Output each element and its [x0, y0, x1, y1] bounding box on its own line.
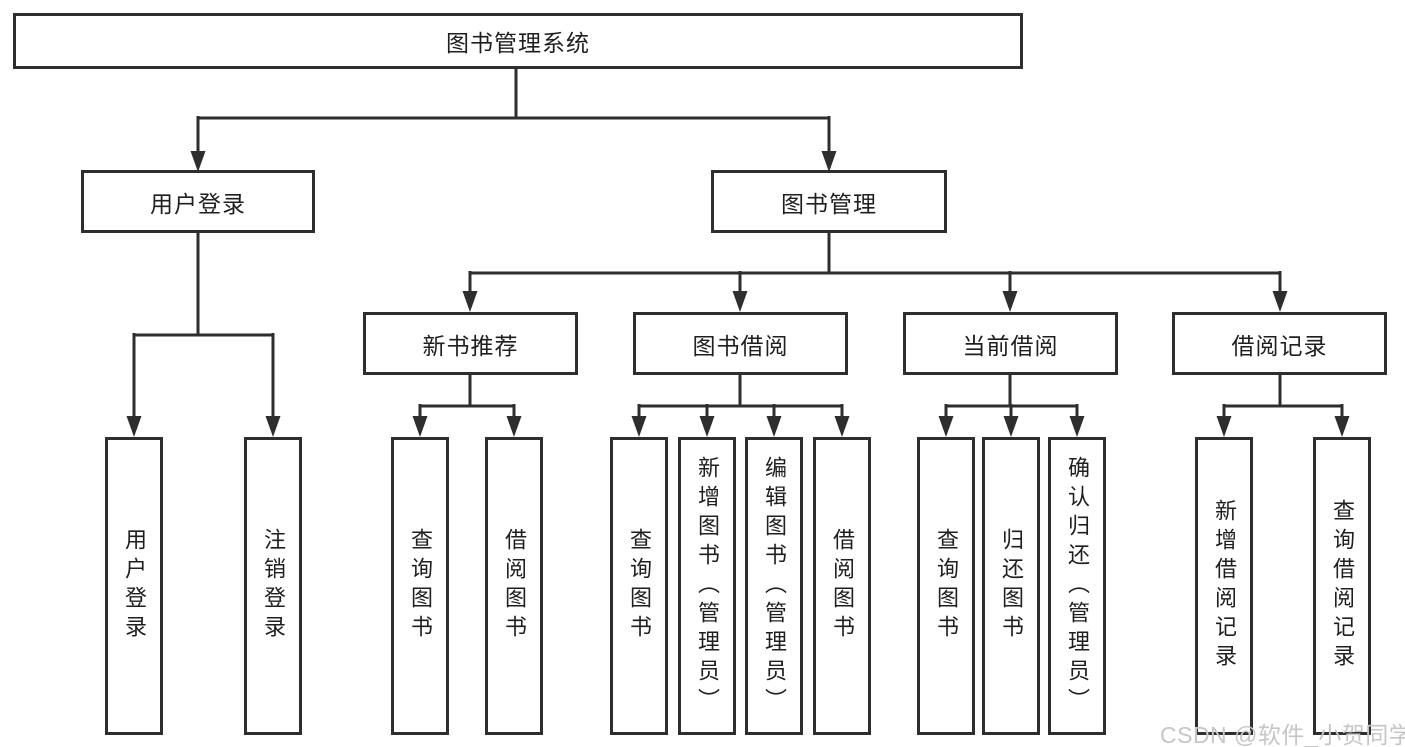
- node-borrowing-records: 借阅记录: [1172, 312, 1387, 375]
- leaf-edit-book-admin-label: 编辑图书（管理员）: [762, 455, 787, 717]
- leaf-logout: 注销登录: [244, 437, 302, 735]
- node-user-login-label: 用户登录: [150, 190, 246, 217]
- leaf-user-login: 用户登录: [105, 437, 163, 735]
- leaf-query-borrow-record: 查询借阅记录: [1313, 437, 1371, 735]
- node-current-borrowing: 当前借阅: [903, 312, 1118, 375]
- leaf-query-books-current-label: 查询图书: [934, 528, 959, 644]
- leaf-borrow-books: 借阅图书: [813, 437, 871, 735]
- leaf-add-book-admin: 新增图书（管理员）: [678, 437, 736, 735]
- node-book-borrowing-label: 图书借阅: [692, 332, 789, 359]
- leaf-query-books-recommend: 查询图书: [391, 437, 449, 735]
- node-current-borrowing-label: 当前借阅: [962, 332, 1059, 359]
- node-new-book-recommend-label: 新书推荐: [422, 332, 519, 359]
- node-library-system: 图书管理系统: [13, 13, 1023, 69]
- leaf-edit-book-admin: 编辑图书（管理员）: [745, 437, 803, 735]
- node-book-borrowing: 图书借阅: [633, 312, 848, 375]
- node-new-book-recommend: 新书推荐: [363, 312, 578, 375]
- leaf-user-login-label: 用户登录: [122, 528, 147, 644]
- csdn-watermark: CSDN @软件_小贺同学: [1160, 722, 1405, 747]
- leaf-borrow-books-label: 借阅图书: [830, 528, 855, 644]
- leaf-query-books-current: 查询图书: [917, 437, 975, 735]
- leaf-borrow-books-recommend: 借阅图书: [485, 437, 543, 735]
- leaf-add-borrow-record-label: 新增借阅记录: [1212, 499, 1237, 673]
- node-user-login: 用户登录: [81, 170, 315, 233]
- leaf-logout-label: 注销登录: [261, 528, 286, 644]
- leaf-confirm-return-admin-label: 确认归还（管理员）: [1065, 455, 1090, 717]
- leaf-query-borrow-record-label: 查询借阅记录: [1330, 499, 1355, 673]
- leaf-return-books-label: 归还图书: [999, 528, 1024, 644]
- node-book-management: 图书管理: [711, 170, 947, 233]
- leaf-borrow-books-recommend-label: 借阅图书: [502, 528, 527, 644]
- leaf-return-books: 归还图书: [982, 437, 1040, 735]
- leaf-add-book-admin-label: 新增图书（管理员）: [695, 455, 720, 717]
- leaf-add-borrow-record: 新增借阅记录: [1195, 437, 1253, 735]
- node-book-management-label: 图书管理: [781, 190, 877, 217]
- leaf-query-books-recommend-label: 查询图书: [408, 528, 433, 644]
- leaf-query-books-borrowing-label: 查询图书: [627, 528, 652, 644]
- leaf-query-books-borrowing: 查询图书: [610, 437, 668, 735]
- leaf-confirm-return-admin: 确认归还（管理员）: [1048, 437, 1106, 735]
- node-borrowing-records-label: 借阅记录: [1231, 332, 1328, 359]
- node-library-system-label: 图书管理系统: [446, 30, 590, 56]
